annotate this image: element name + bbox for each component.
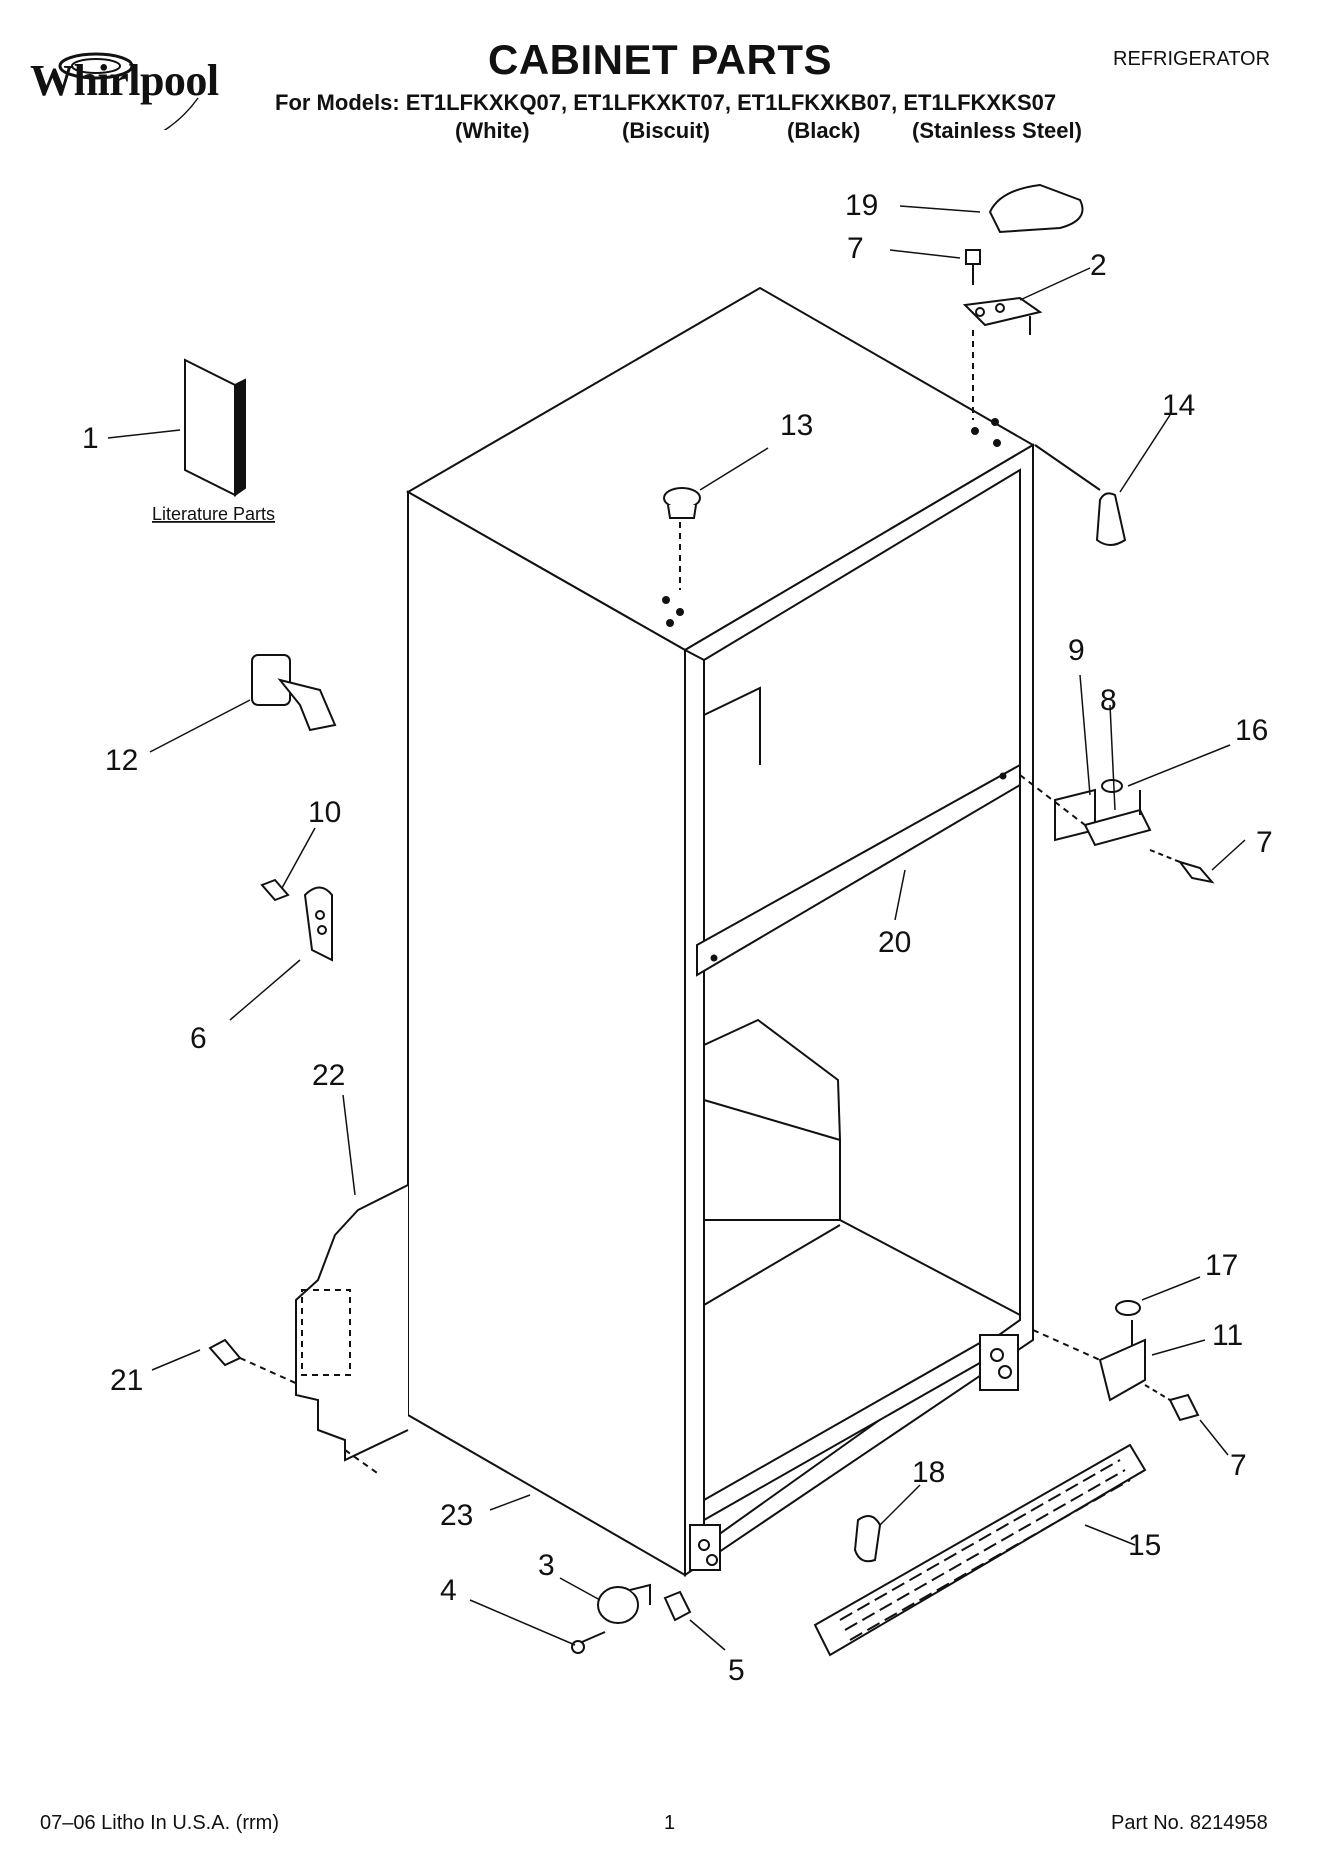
callout-16: 16: [1235, 714, 1268, 747]
part-11-bottom-hinge: [1032, 1320, 1146, 1402]
models-line: For Models: ET1LFKXKQ07, ET1LFKXKT07, ET…: [275, 90, 1057, 115]
part-8-center-hinge: [1019, 774, 1152, 847]
callout-8: 8: [1100, 684, 1117, 717]
callout-12: 12: [105, 744, 138, 777]
color-label-black: (Black): [787, 118, 861, 143]
part-10-screw: [260, 878, 290, 902]
callout-5: 5: [728, 1654, 745, 1687]
callout-17: 17: [1205, 1249, 1238, 1282]
part-21-screw: [208, 1338, 301, 1386]
callout-2: 2: [1090, 249, 1107, 282]
part-6-bracket: [303, 886, 333, 962]
part-7-screw-bottom: [1144, 1384, 1200, 1422]
color-label-white: (White): [455, 118, 530, 143]
callout-7-bottom: 7: [1230, 1449, 1247, 1482]
callout-10: 10: [308, 796, 341, 829]
part-3-roller: [597, 1583, 651, 1624]
callout-19: 19: [845, 189, 878, 222]
brand-name: Whirlpool: [30, 56, 219, 105]
callout-6: 6: [190, 1022, 207, 1055]
color-label-biscuit: (Biscuit): [622, 118, 710, 143]
page-title: CABINET PARTS: [488, 36, 833, 83]
literature-parts-booklet: [184, 358, 246, 497]
callout-20: 20: [878, 926, 911, 959]
leader-lines: [107, 205, 1246, 1651]
part-19-hinge-cover: [988, 183, 1084, 234]
part-16-washer: [1101, 779, 1123, 793]
callout-3: 3: [538, 1549, 555, 1582]
part-18-clip: [853, 1515, 882, 1563]
footer-litho: 07–06 Litho In U.S.A. (rrm): [40, 1812, 279, 1834]
part-5-screw: [663, 1590, 692, 1622]
callout-21: 21: [110, 1364, 143, 1397]
footer-part-number: Part No. 8214958: [1111, 1812, 1268, 1834]
callout-23: 23: [440, 1499, 473, 1532]
part-15-base-grille: [813, 1443, 1147, 1657]
callout-18: 18: [912, 1456, 945, 1489]
callout-11: 11: [1212, 1319, 1243, 1352]
part-2-top-hinge: [962, 296, 1043, 420]
color-label-stainless: (Stainless Steel): [912, 118, 1082, 143]
literature-parts-label: Literature Parts: [152, 504, 275, 524]
part-4-pin: [571, 1631, 606, 1654]
product-category: REFRIGERATOR: [1113, 48, 1271, 70]
cabinet-body: [405, 286, 1035, 1577]
part-22-rear-cover: [295, 1184, 409, 1476]
callout-15: 15: [1128, 1529, 1161, 1562]
brand-logo: [18, 40, 258, 130]
brand-swoosh-icon: [58, 52, 199, 130]
part-14-hinge-cover: [1034, 444, 1127, 546]
part-17-washer: [1115, 1300, 1141, 1316]
part-7-screw-top: [965, 249, 981, 285]
part-12-door-stop: [251, 654, 337, 732]
callout-14: 14: [1162, 389, 1195, 422]
part-7-screw-middle: [1149, 849, 1215, 884]
callout-1: 1: [82, 422, 99, 455]
footer-page-number: 1: [664, 1812, 676, 1834]
callout-7-middle: 7: [1256, 826, 1273, 859]
callout-9: 9: [1068, 634, 1085, 667]
callout-13: 13: [780, 409, 813, 442]
callout-7-top: 7: [847, 232, 864, 265]
part-13-plug: [663, 487, 701, 590]
callout-22: 22: [312, 1059, 345, 1092]
callout-4: 4: [440, 1574, 457, 1607]
